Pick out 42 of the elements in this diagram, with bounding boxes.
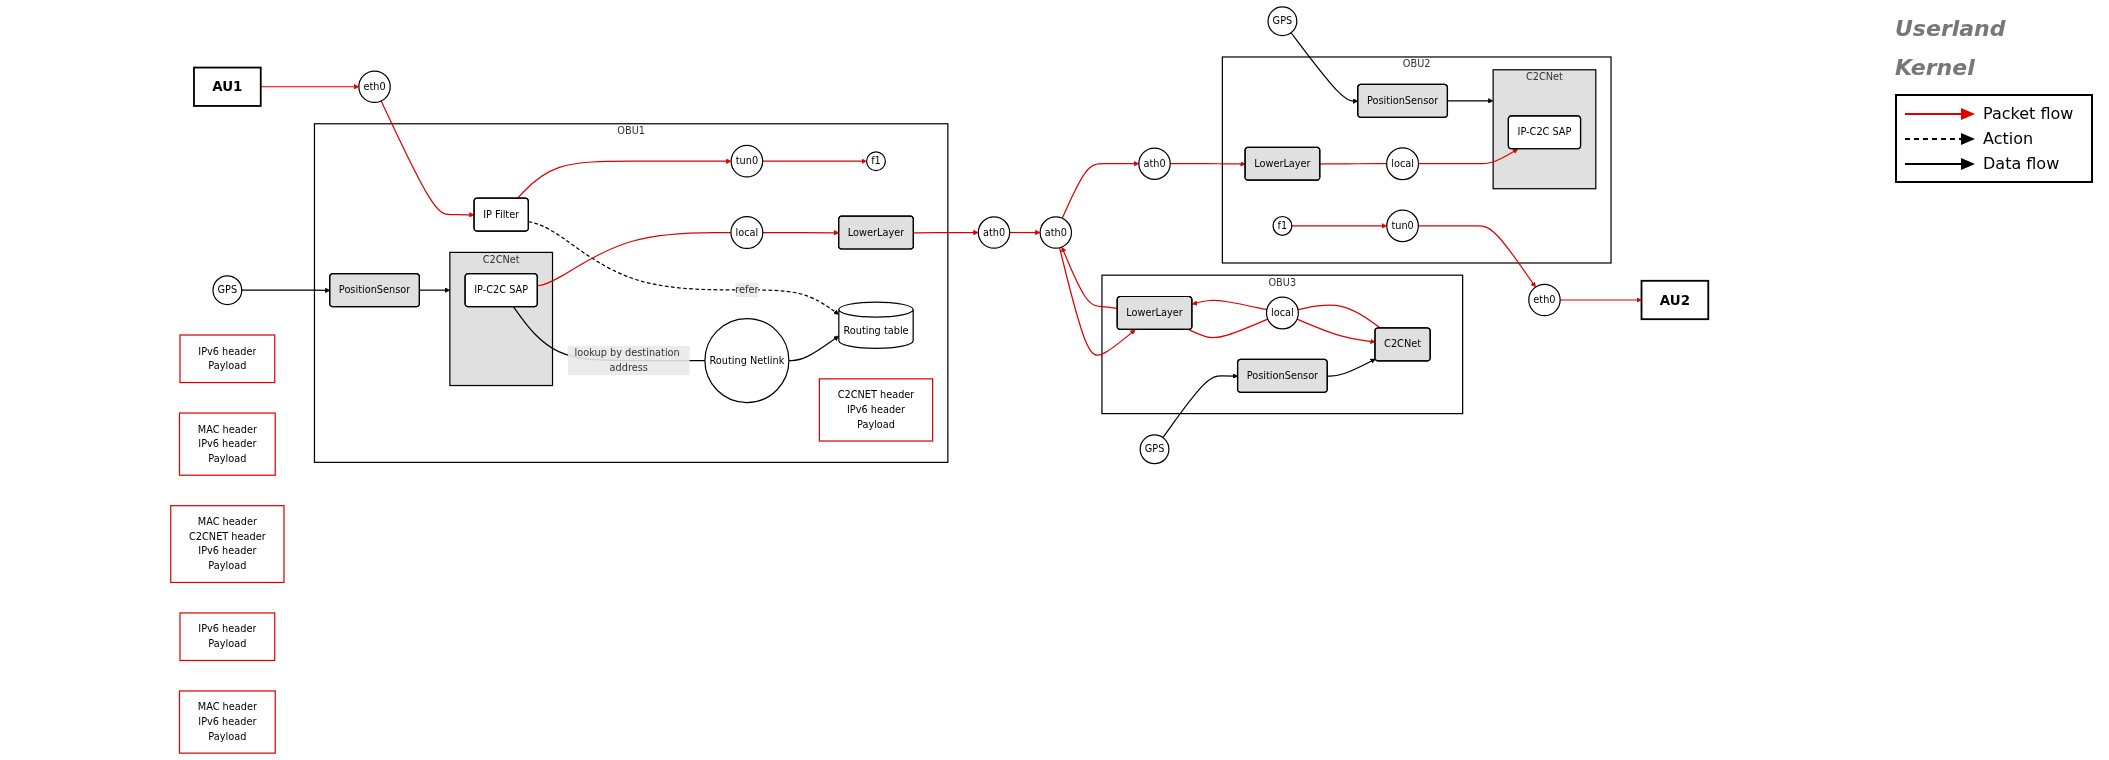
node-circle: ath0 <box>1039 216 1073 249</box>
node-circle: tun0 <box>730 144 764 178</box>
connector <box>1297 304 1382 329</box>
node-box: MAC header C2CNET header IPv6 header Payload <box>170 505 285 584</box>
legend-text: Action <box>1983 129 2034 148</box>
node-box: MAC header IPv6 header Payload <box>178 690 276 754</box>
arrow <box>762 158 867 164</box>
node-circle: tun0 <box>1386 209 1419 243</box>
edge-label: refer <box>735 283 759 296</box>
node-box: AU1 <box>193 66 262 107</box>
node-circle: ath0 <box>1138 147 1171 180</box>
arrow <box>1191 299 1268 311</box>
node-circle: ath0 <box>977 216 1011 249</box>
node-box: C2CNET header IPv6 header Payload <box>818 378 934 442</box>
node-box: IPv6 header Payload <box>179 612 276 662</box>
node-circle: local <box>730 216 764 250</box>
legend-text: Packet flow <box>1983 104 2074 123</box>
arrow <box>380 100 475 218</box>
arrow <box>1058 247 1136 356</box>
edge-label: lookup by destination address <box>574 347 680 374</box>
arrow <box>528 221 840 315</box>
node-circle: GPS <box>1139 434 1170 465</box>
arrow <box>913 229 979 236</box>
node-circle: local <box>1265 296 1299 330</box>
node-circle: GPS <box>1267 6 1298 37</box>
node-circle: f1 <box>866 151 886 172</box>
region-label: Userland <box>1895 16 2007 41</box>
arrow <box>516 158 732 200</box>
arrow <box>788 335 840 362</box>
node-box: MAC header IPv6 header Payload <box>178 412 276 476</box>
node-box: AU2 <box>1640 279 1710 321</box>
node-circle: eth0 <box>1528 283 1561 317</box>
arrow <box>1009 229 1041 236</box>
node-box: IPv6 header Payload <box>179 334 276 384</box>
connector <box>1188 318 1269 339</box>
region-label: Kernel <box>1895 55 1976 80</box>
node-circle: Routing Netlink <box>704 317 790 404</box>
legend-text: Data flow <box>1983 154 2060 173</box>
node-circle: local <box>1386 147 1420 181</box>
node-circle: f1 <box>1272 215 1293 236</box>
node-circle: GPS <box>212 275 243 306</box>
node-circle: eth0 <box>358 70 391 104</box>
